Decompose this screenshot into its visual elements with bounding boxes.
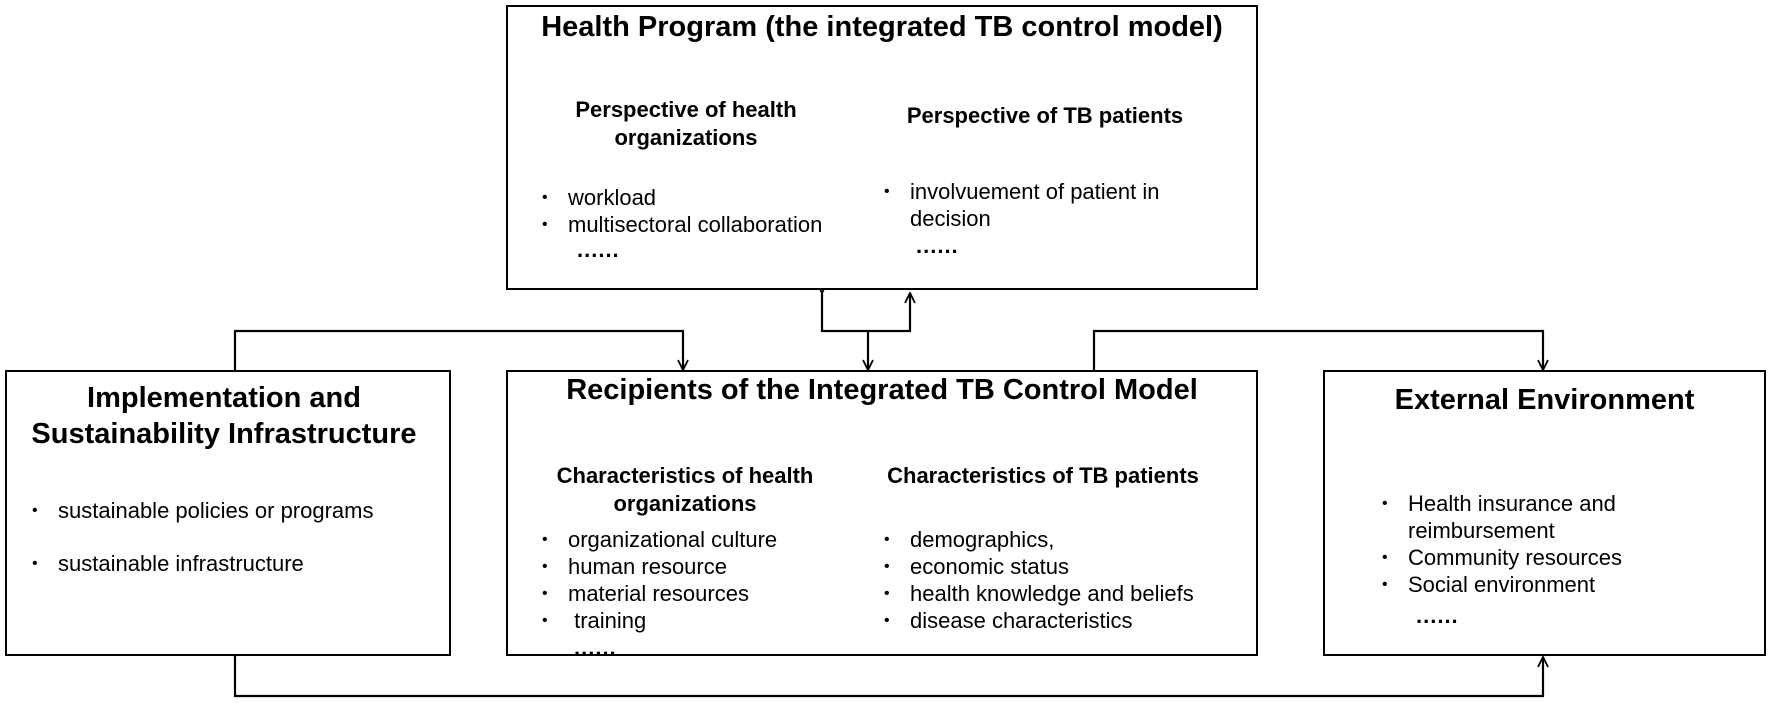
- implementation-list: sustainable policies or programs sustain…: [30, 497, 374, 577]
- list-item: material resources: [540, 580, 777, 607]
- list-item: economic status: [882, 553, 1194, 580]
- health-program-right-ellipsis: ......: [916, 233, 959, 258]
- list-item: training: [540, 607, 777, 634]
- health-program-left-list: workload multisectoral collaboration: [540, 184, 822, 238]
- list-item: human resource: [540, 553, 777, 580]
- health-program-left-heading: Perspective of health organizations: [575, 97, 797, 150]
- external-environment-ellipsis: ......: [1416, 603, 1459, 628]
- list-item: Social environment: [1380, 571, 1700, 598]
- health-program-left-ellipsis: ......: [577, 237, 620, 262]
- recipients-title: Recipients of the Integrated TB Control …: [566, 374, 1198, 406]
- arrow-program-fork: [822, 293, 910, 333]
- recipients-left-ellipsis: ......: [574, 635, 617, 660]
- list-item: sustainable infrastructure: [30, 550, 374, 577]
- list-item: health knowledge and beliefs: [882, 580, 1194, 607]
- list-item: Community resources: [1380, 544, 1700, 571]
- arrow-recipients-external: [1094, 329, 1543, 370]
- list-item: multisectoral collaboration: [540, 211, 822, 238]
- list-item: demographics,: [882, 526, 1194, 553]
- list-item: Health insurance and reimbursement: [1380, 490, 1700, 544]
- list-item: involvuement of patient in decision: [882, 178, 1212, 232]
- recipients-right-heading: Characteristics of TB patients: [887, 463, 1199, 488]
- external-environment-list: Health insurance and reimbursement Commu…: [1380, 490, 1700, 598]
- list-item: organizational culture: [540, 526, 777, 553]
- list-item: disease characteristics: [882, 607, 1194, 634]
- arrow-implementation-external: [235, 657, 1543, 698]
- arrow-implementation-recipients: [235, 329, 683, 370]
- list-item: sustainable policies or programs: [30, 497, 374, 524]
- health-program-right-list: involvuement of patient in decision: [882, 178, 1212, 232]
- health-program-box: [506, 5, 1258, 290]
- external-environment-title: External Environment: [1394, 384, 1695, 416]
- health-program-title: Health Program (the integrated TB contro…: [541, 11, 1223, 43]
- recipients-left-heading: Characteristics of health organizations: [556, 463, 814, 516]
- health-program-right-heading: Perspective of TB patients: [906, 103, 1184, 128]
- list-item: workload: [540, 184, 822, 211]
- implementation-title: Implementation and Sustainability Infras…: [31, 382, 417, 450]
- recipients-right-list: demographics, economic status health kno…: [882, 526, 1194, 634]
- recipients-left-list: organizational culture human resource ma…: [540, 526, 777, 634]
